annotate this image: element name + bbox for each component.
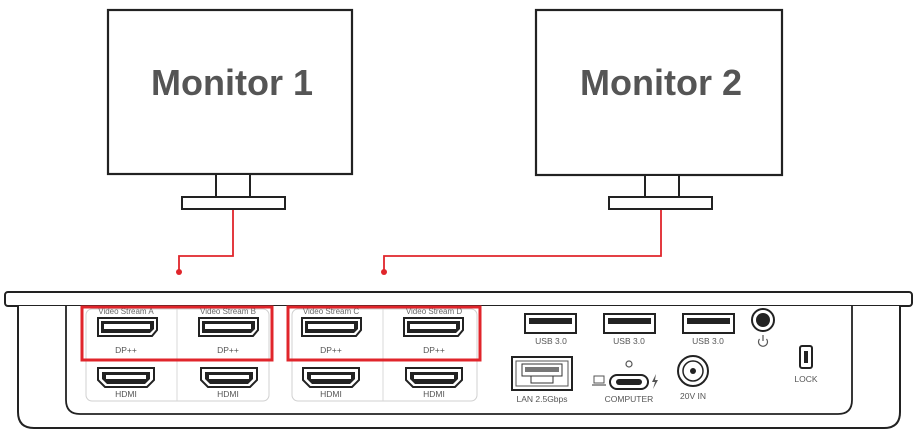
hdmi-1-label: HDMI [115, 389, 137, 399]
video-stream-b-label: Video Stream B [200, 307, 256, 316]
status-led [625, 360, 633, 368]
dp-b-label: DP++ [217, 345, 239, 355]
lock-slot[interactable] [799, 345, 813, 369]
monitor-2-label: Monitor 2 [580, 62, 742, 103]
lan-port[interactable] [511, 356, 573, 391]
displayport-a[interactable] [97, 317, 158, 337]
power-icon [757, 335, 769, 347]
hdmi-port-4[interactable] [405, 367, 463, 388]
displayport-c[interactable] [301, 317, 362, 337]
port-group-cd-panel [291, 308, 478, 402]
usb-port-3-label: USB 3.0 [692, 336, 724, 346]
connection-lines [176, 210, 662, 275]
highlight-box-streams-cd [286, 305, 482, 362]
dock-top-lid [4, 291, 913, 307]
video-stream-c-label: Video Stream C [303, 307, 360, 316]
connection-dot-monitor-2 [381, 269, 387, 275]
usb-port-1-label: USB 3.0 [535, 336, 567, 346]
video-stream-a-label: Video Stream A [98, 307, 154, 316]
connection-line-monitor-1 [178, 210, 234, 272]
monitor-2-stand-base [608, 196, 713, 210]
monitor-2-stand-neck [644, 174, 680, 198]
monitor-1-screen [106, 8, 354, 176]
hdmi-4-label: HDMI [423, 389, 445, 399]
dp-d-label: DP++ [423, 345, 445, 355]
lock-label: LOCK [794, 374, 817, 384]
usb-port-2-label: USB 3.0 [613, 336, 645, 346]
monitor-2: Monitor 2 [534, 8, 784, 210]
usb-port-3[interactable] [682, 313, 735, 334]
displayport-d[interactable] [403, 317, 464, 337]
port-group-ab: Video Stream A DP++ HDMI Video Stream B … [85, 307, 270, 402]
dp-c-label: DP++ [320, 345, 342, 355]
port-group-cd: Video Stream C DP++ HDMI Video Stream D … [291, 307, 478, 402]
monitor-1-stand-base [181, 196, 286, 210]
highlight-box-streams-ab [80, 305, 274, 362]
hdmi-port-1[interactable] [97, 367, 155, 388]
hdmi-2-label: HDMI [217, 389, 239, 399]
connection-line-monitor-2 [383, 210, 662, 272]
lan-port-label: LAN 2.5Gbps [516, 394, 567, 404]
power-in-label: 20V IN [680, 391, 706, 401]
video-stream-d-label: Video Stream D [406, 307, 463, 316]
hdmi-port-3[interactable] [302, 367, 360, 388]
usb-c-computer-port[interactable] [609, 374, 649, 390]
laptop-icon [592, 375, 606, 386]
monitor-1-stand-neck [215, 173, 251, 198]
computer-port-label: COMPUTER [605, 394, 654, 404]
usb-port-1[interactable] [524, 313, 577, 334]
lightning-bolt-icon [652, 374, 658, 389]
dp-a-label: DP++ [115, 345, 137, 355]
usb-port-2[interactable] [603, 313, 656, 334]
hdmi-port-2[interactable] [200, 367, 258, 388]
connection-dot-monitor-1 [176, 269, 182, 275]
hdmi-3-label: HDMI [320, 389, 342, 399]
power-button[interactable] [751, 308, 775, 332]
monitor-1: Monitor 1 [106, 8, 354, 210]
monitor-1-label: Monitor 1 [151, 62, 313, 103]
dc-power-in-port[interactable] [677, 355, 709, 387]
displayport-b[interactable] [198, 317, 259, 337]
monitor-2-screen [534, 8, 784, 177]
